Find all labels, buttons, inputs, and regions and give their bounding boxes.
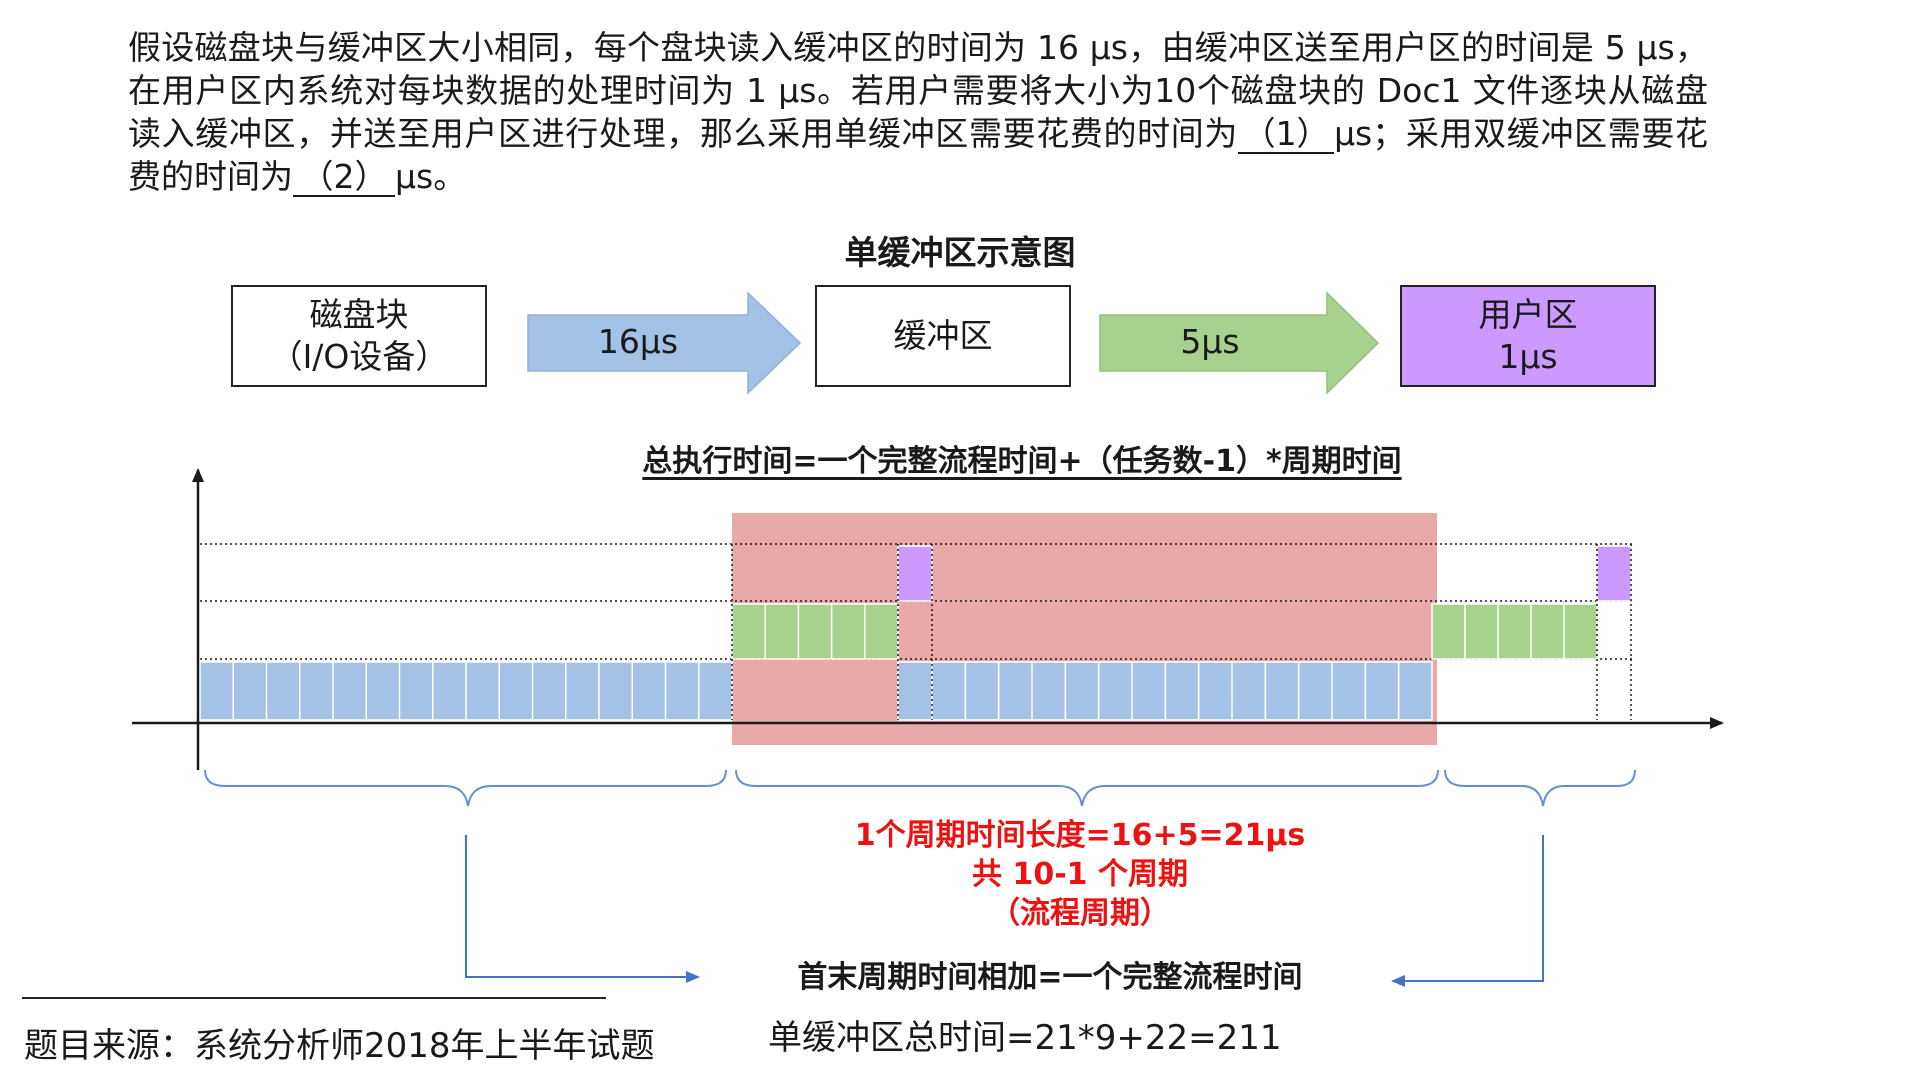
footer-divider [22,997,606,999]
transfer-arrow-shape [1099,291,1380,395]
process-time-label: 1μs [1498,337,1558,376]
disk-block-box: 磁盘块 （I/O设备） [231,285,487,387]
cycle-note: 1个周期时间长度=16+5=21μs 共 10-1 个周期 （流程周期） [780,816,1380,933]
disk-block-label: 磁盘块 [309,295,409,334]
io-device-label: （I/O设备） [269,337,449,376]
cycle-length-text: 1个周期时间长度=16+5=21μs [854,818,1306,853]
read-time-label: 16μs [597,322,679,361]
first-last-sum-note: 首末周期时间相加=一个完整流程时间 [797,960,1303,995]
transfer-segment-last [1431,603,1598,660]
buffer-box: 缓冲区 [815,285,1071,387]
cycle-name-text: （流程周期） [990,896,1170,931]
connector-left-arrow [465,835,700,983]
read-segment-second [931,661,1433,721]
process-segment-last [1596,545,1632,602]
problem-text-part1: 假设磁盘块与缓冲区大小相同，每个盘块读入缓冲区的时间为 16 μs，由缓冲区送至… [128,28,1708,153]
brace-last-flow [1444,769,1636,807]
diagram-title: 单缓冲区示意图 [844,233,1076,272]
buffer-label: 缓冲区 [893,316,993,355]
read-segment-overlap [897,661,933,721]
total-time-formula: 总执行时间=一个完整流程时间+（任务数-1）*周期时间 [642,444,1402,479]
user-area-label: 用户区 [1478,295,1578,334]
answer-blank-1: （1） [1238,116,1335,154]
read-arrow-shape [527,291,802,395]
problem-text-part2: μs；采用双缓冲区需要花费的时间为 [128,114,1708,196]
user-area-box: 用户区 1μs [1400,285,1656,387]
transfer-segment-first [731,603,899,660]
answer-blank-2: （2） [293,159,395,197]
transfer-time-label: 5μs [1180,322,1240,361]
cycle-count-text: 共 10-1 个周期 [972,857,1188,892]
single-buffer-total: 单缓冲区总时间=21*9+22=211 [768,1018,1282,1058]
brace-cycles [735,769,1439,807]
problem-text-part3: μs。 [395,157,467,196]
process-segment-first [897,545,933,602]
problem-statement: 假设磁盘块与缓冲区大小相同，每个盘块读入缓冲区的时间为 16 μs，由缓冲区送至… [128,26,1708,198]
brace-first-flow [204,769,727,807]
connector-right-arrow [1391,835,1544,987]
question-source: 题目来源：系统分析师2018年上半年试题 [24,1026,655,1066]
